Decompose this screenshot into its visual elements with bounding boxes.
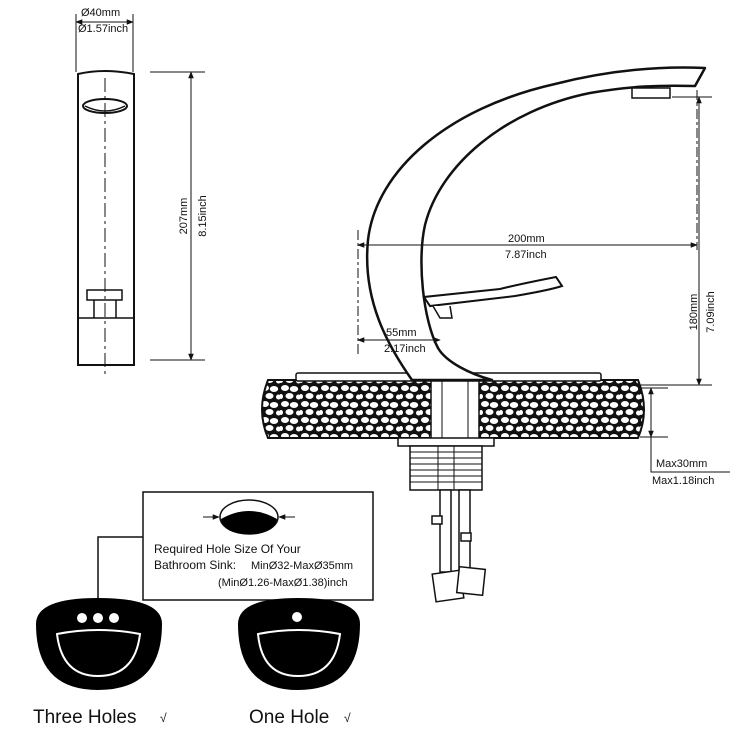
three-holes-check: √: [160, 711, 167, 725]
one-hole-label: One Hole: [249, 707, 329, 728]
mounting-washer: [397, 437, 495, 447]
reach-mm: 200mm: [508, 233, 545, 245]
spout-aerator: [631, 87, 671, 99]
handle-offset-mm: 55mm: [386, 327, 417, 339]
faucet-side-body: [77, 70, 135, 366]
one-hole-check: √: [344, 711, 351, 725]
sink-basin: [238, 598, 360, 690]
side-diameter-inch: Ø1.57inch: [78, 23, 128, 35]
mounting-shank: [430, 380, 480, 440]
nut-thread: [410, 446, 482, 490]
tap-hole: [93, 613, 103, 623]
hole-info-line2-value: MinØ32-MaxØ35mm: [251, 560, 353, 572]
hole-icon: [221, 511, 277, 534]
hole-info-line3: (MinØ1.26-MaxØ1.38)inch: [218, 577, 348, 589]
one-hole-sink: One Hole √: [238, 598, 360, 728]
faucet-spout: [365, 66, 707, 382]
hole-size-callout: Required Hole Size Of Your Bathroom Sink…: [97, 491, 374, 601]
deck-leader: [650, 437, 730, 473]
tap-hole: [109, 613, 119, 623]
reach-inch: 7.87inch: [505, 249, 547, 261]
tap-hole: [292, 612, 302, 622]
deck-max-inch: Max1.18inch: [652, 475, 714, 487]
spout-height-mm: 180mm: [688, 294, 700, 331]
three-hole-sink: Three Holes √: [33, 598, 167, 728]
side-view: Ø40mm Ø1.57inch 207mm 8.15inch: [75, 7, 209, 378]
deck-max-mm: Max30mm: [656, 458, 707, 470]
callout-connector: [97, 536, 143, 600]
hole-info-line1: Required Hole Size Of Your: [154, 542, 301, 556]
side-diameter-mm: Ø40mm: [81, 7, 120, 19]
tap-hole: [77, 613, 87, 623]
front-view: 200mm 7.87inch 55mm 2.17inch 180mm 7.09i…: [261, 66, 730, 603]
supply-hoses: [431, 489, 487, 603]
spout-height-inch: 7.09inch: [705, 291, 717, 333]
three-holes-label: Three Holes: [33, 707, 137, 728]
handle-offset-inch: 2.17inch: [384, 343, 426, 355]
mounting-nut: [409, 445, 483, 491]
side-height-inch: 8.15inch: [197, 195, 209, 237]
faucet-handle: [422, 275, 564, 308]
side-height-mm: 207mm: [178, 198, 190, 235]
sink-basin: [36, 598, 162, 690]
hole-info-line2-label: Bathroom Sink:: [154, 558, 236, 572]
